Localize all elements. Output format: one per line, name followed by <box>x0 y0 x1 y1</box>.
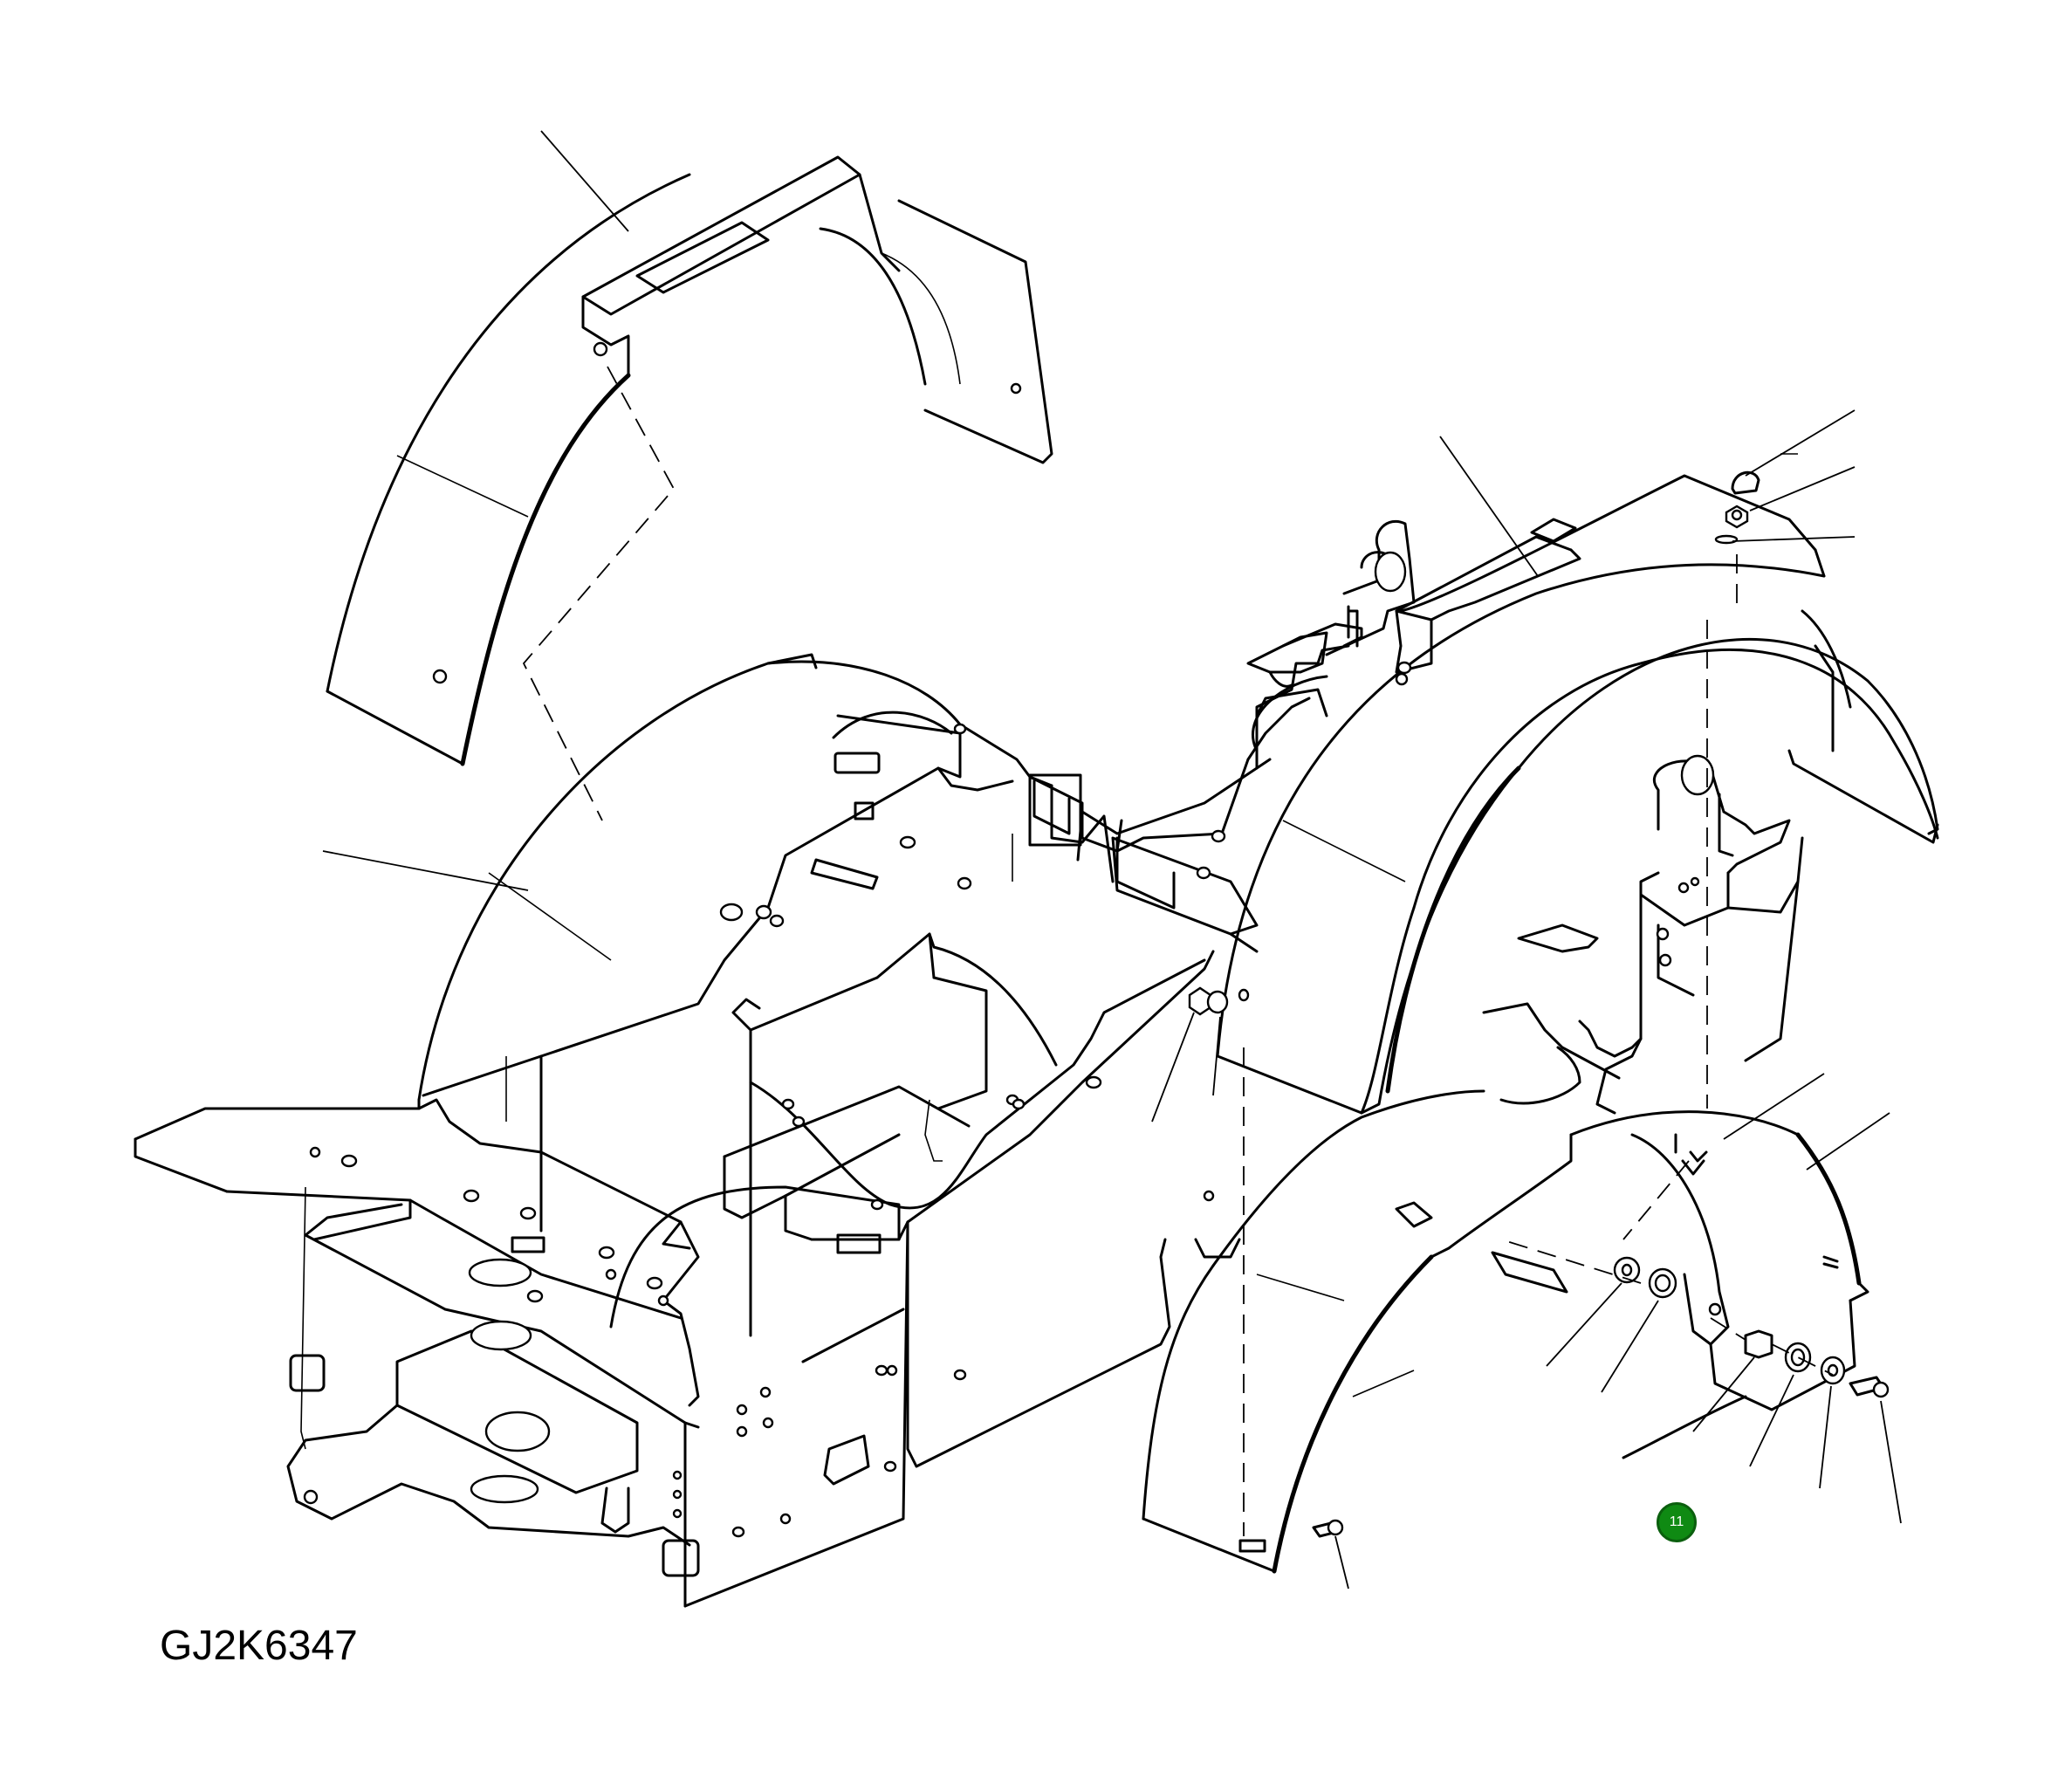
drawing-number: GJ2K6347 <box>160 1623 358 1669</box>
callout-leaders <box>322 130 1902 1589</box>
lower-right-fender <box>1142 1089 1869 1574</box>
right-frame-brackets <box>1246 519 1804 1115</box>
main-frame <box>134 644 1350 1608</box>
callout-badge-11[interactable]: 11 <box>1657 1502 1697 1542</box>
assembly-centerlines <box>522 366 1834 1536</box>
hardware <box>1188 470 1890 1538</box>
frame-studs <box>340 723 1226 1538</box>
left-upper-fender <box>326 155 1053 766</box>
right-upper-fender <box>1216 453 1939 1115</box>
